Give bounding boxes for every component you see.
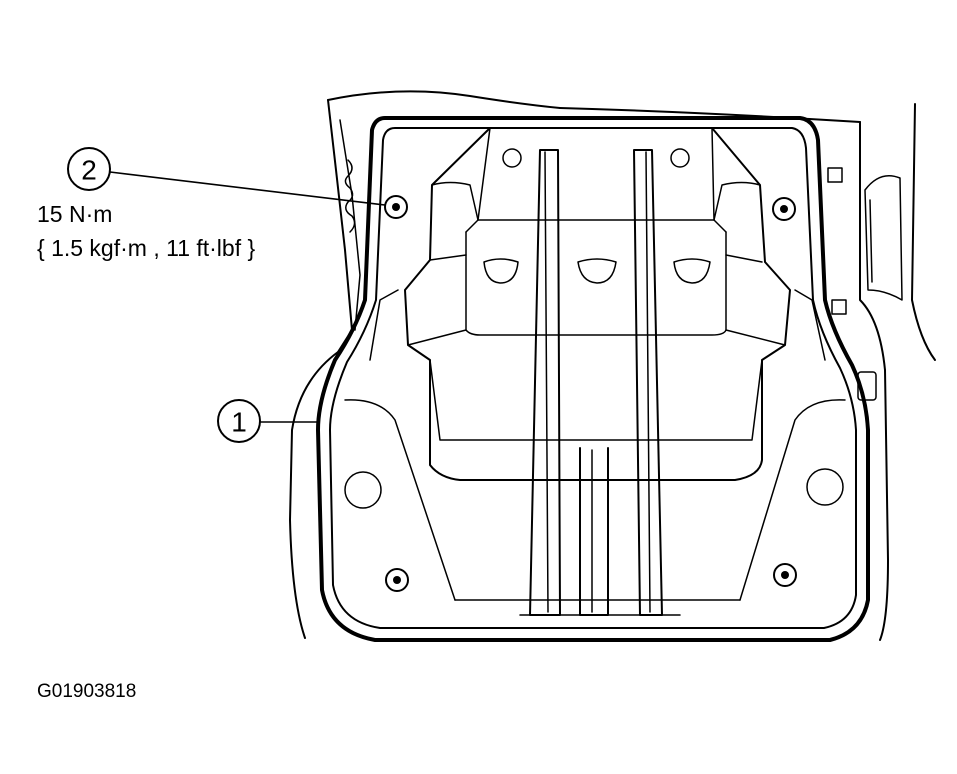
- figure-id: G01903818: [37, 681, 136, 702]
- callout-1: 1: [217, 399, 320, 443]
- access-holes: [344, 148, 844, 509]
- side-pockets: [344, 289, 846, 601]
- mounting-bolts: [384, 195, 797, 592]
- callout-2: 2: [67, 147, 386, 206]
- floor-rails: [519, 149, 681, 616]
- torque-spec-line-1: 15 N·m: [37, 201, 112, 227]
- right-body-panel: [559, 103, 936, 641]
- left-body-panel: [289, 90, 561, 639]
- callout-1-number: 1: [231, 407, 247, 438]
- callout-2-number: 2: [81, 155, 97, 186]
- floor-panel: [404, 127, 791, 481]
- torque-spec-line-2: { 1.5 kgf·m , 11 ft·lbf }: [37, 235, 255, 261]
- trunk-seal-1: [316, 116, 870, 642]
